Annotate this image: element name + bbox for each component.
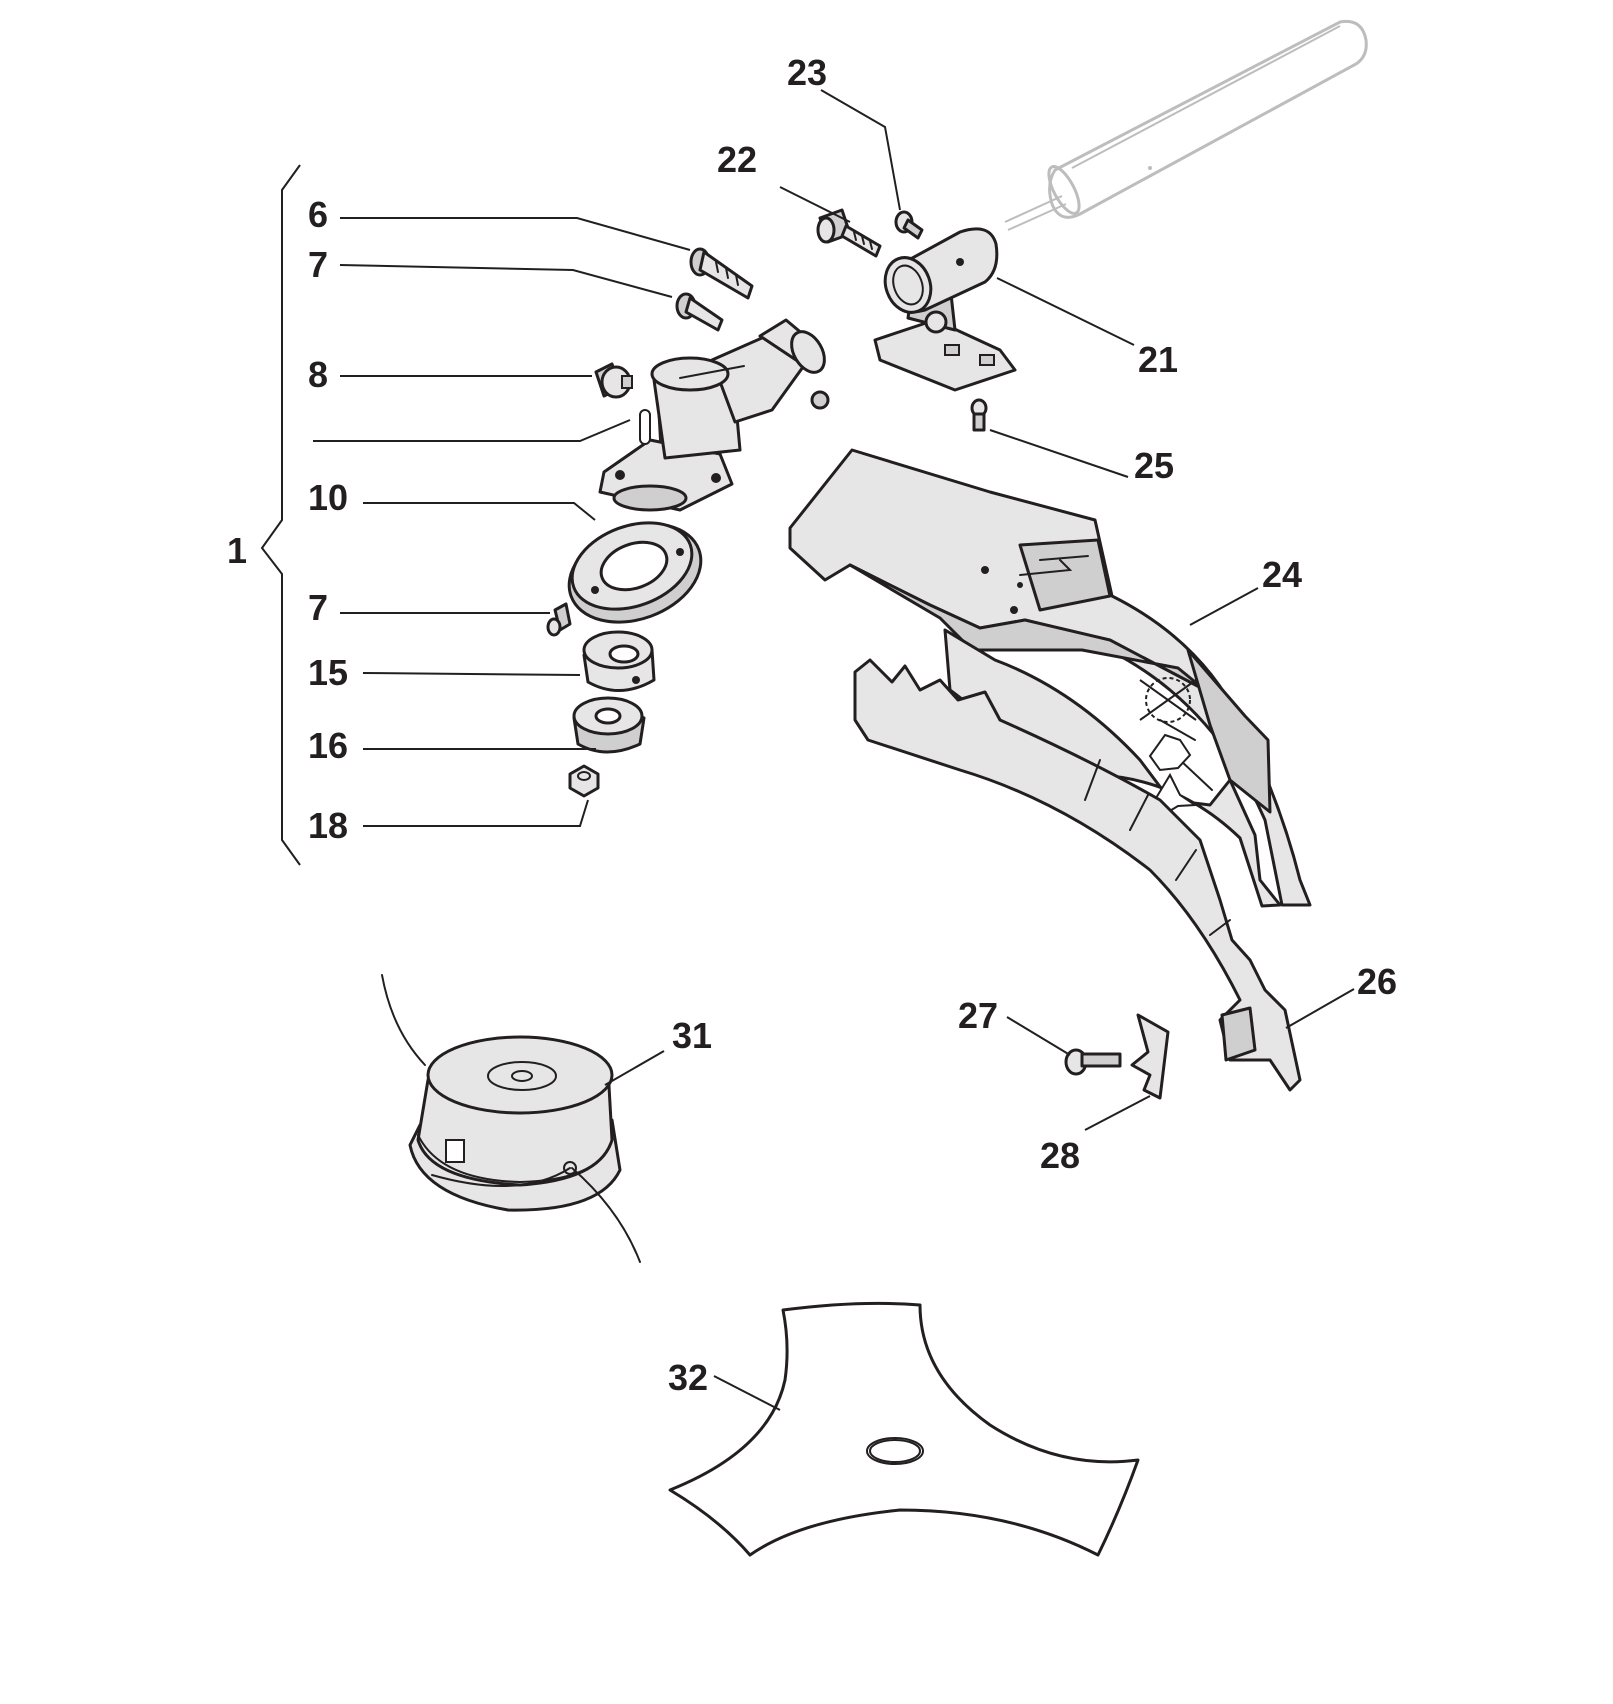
callout-23: 23 [787,52,827,93]
retainer-washer [572,696,646,754]
callout-28: 28 [1040,1135,1080,1176]
assembly-brace [260,164,301,866]
flange-disc [567,521,703,624]
callout-26: 26 [1357,961,1397,1002]
flange-screw-lower [546,602,572,637]
clamp-bolt-long [816,208,882,258]
callout-8: 8 [308,354,328,395]
callout-7-upper: 7 [308,244,328,285]
hex-nut [568,764,600,798]
callout-32: 32 [668,1357,708,1398]
guard-screw-small [970,398,988,432]
callout-31: 31 [672,1015,712,1056]
guard-skirt [853,658,1302,1092]
callout-15: 15 [308,652,348,693]
gearbox-head [598,318,830,512]
skirt-bolt [1064,1048,1122,1076]
callout-22: 22 [717,139,757,180]
callout-18: 18 [308,805,348,846]
gearbox-plug [594,362,633,399]
clamp-screw-short [894,210,924,240]
callout-1: 1 [227,530,247,571]
leader-lines [313,89,1355,1411]
line-cutter-blade [1130,1013,1170,1100]
callout-25: 25 [1134,445,1174,486]
callout-27: 27 [958,995,998,1036]
three-tooth-blade [668,1301,1140,1557]
blade-guard [788,448,1312,908]
callout-6: 6 [308,194,328,235]
handle-clamp-bracket [873,227,1017,392]
gearbox-bolt-long [689,247,754,300]
callout-21: 21 [1138,339,1178,380]
gearbox-screw-upper [675,292,724,332]
trimmer-line-head [381,974,641,1263]
callout-16: 16 [308,725,348,766]
cup-washer [582,630,656,692]
callout-7-lower: 7 [308,587,328,628]
callout-10: 10 [308,477,348,518]
callout-24: 24 [1262,554,1302,595]
drive-shaft-tube [1004,19,1368,231]
saw-blade-warning-icon [1139,677,1199,814]
